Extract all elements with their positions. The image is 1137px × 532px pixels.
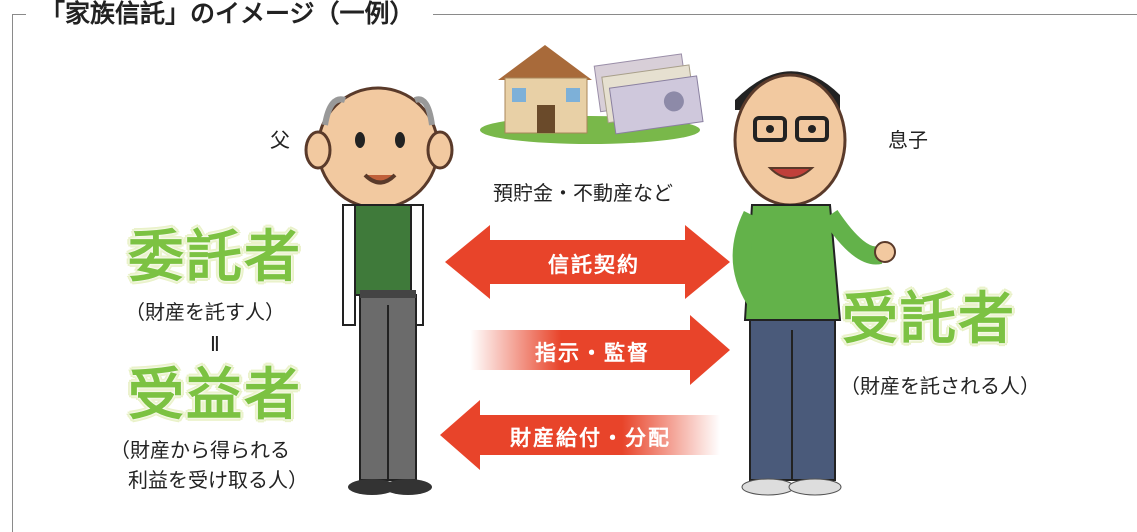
father-label: 父 xyxy=(270,128,290,152)
trust-contract-label: 信託契約 xyxy=(548,253,640,277)
son-label: 息子 xyxy=(888,128,928,152)
assets-label: 預貯金・不動産など xyxy=(493,181,673,205)
instruction-label: 指示・監督 xyxy=(535,341,650,365)
son-figure xyxy=(732,71,896,496)
distribution-label: 財産給付・分配 xyxy=(510,426,671,450)
entruster-title: 委託者 xyxy=(128,225,302,290)
father-figure xyxy=(304,86,454,495)
instruction-arrow xyxy=(470,315,730,385)
entruster-note: （財産を託す人） xyxy=(125,300,285,324)
beneficiary-title: 受益者 xyxy=(128,363,302,428)
diagram-title: 「家族信託」のイメージ（一例） xyxy=(26,0,433,30)
beneficiary-note-line2: 利益を受け取る人） xyxy=(128,468,308,492)
equals-sign: Ⅱ xyxy=(210,332,220,356)
trustee-note: （財産を託される人） xyxy=(840,374,1040,398)
beneficiary-note-line1: （財産から得られる xyxy=(110,438,290,462)
trustee-title: 受託者 xyxy=(842,287,1016,352)
frame-left-line xyxy=(12,14,13,532)
trust-contract-arrow xyxy=(445,225,730,299)
frame-top-line xyxy=(12,14,1137,15)
house-money-illustration xyxy=(480,45,704,144)
distribution-arrow xyxy=(440,400,720,470)
